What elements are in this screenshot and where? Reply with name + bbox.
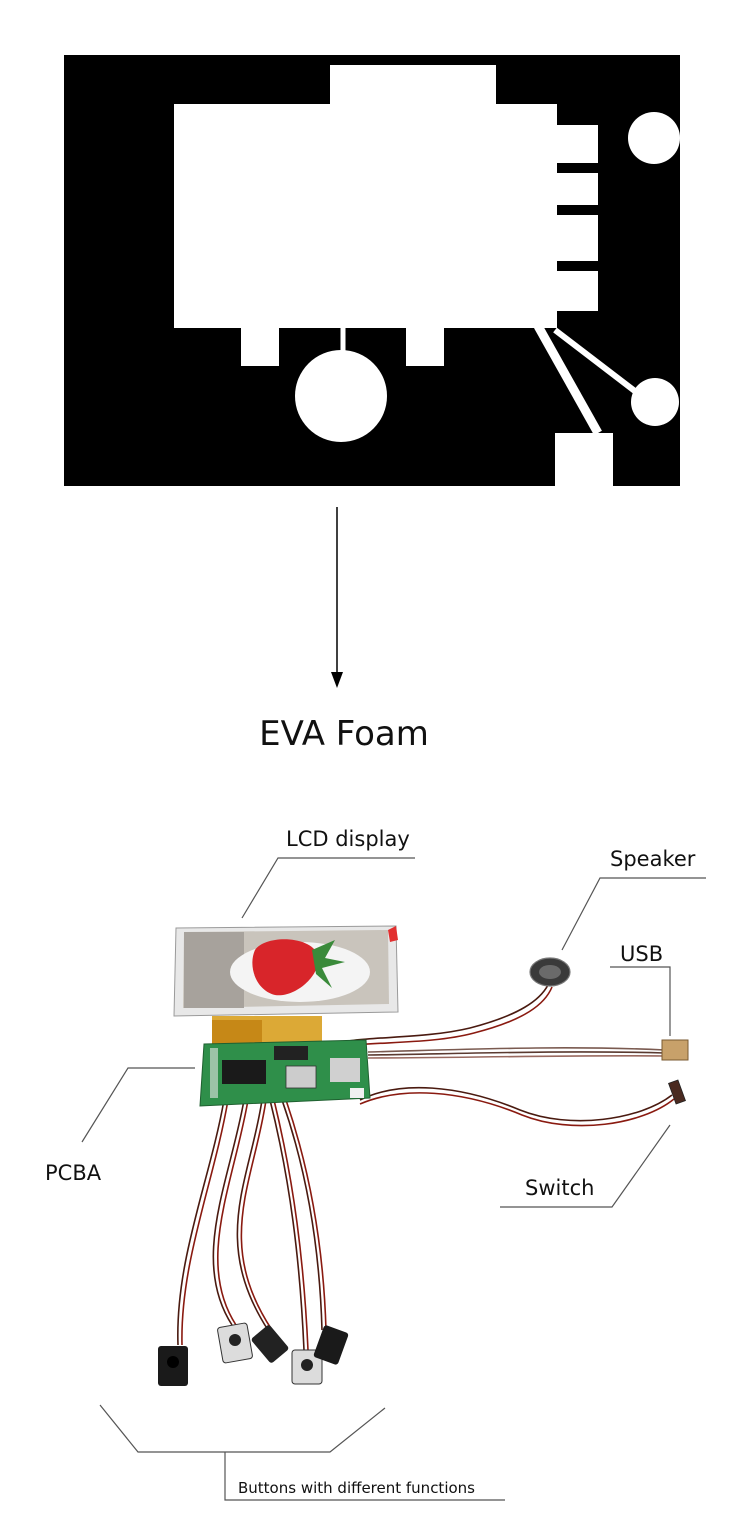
buttons-bracket bbox=[99, 1404, 386, 1453]
button4-wire-a bbox=[269, 1099, 305, 1351]
speaker-component bbox=[529, 957, 571, 987]
button1-wire-a bbox=[177, 1099, 225, 1346]
slot-cutout-2 bbox=[555, 173, 598, 205]
switch-wire-2 bbox=[359, 1092, 675, 1127]
speaker-hole-cutout bbox=[295, 350, 387, 442]
button-2-cap bbox=[229, 1334, 241, 1346]
lcd-display-module bbox=[173, 925, 399, 1048]
buttons-leader bbox=[224, 1452, 505, 1501]
lcd-red-tab bbox=[388, 926, 398, 942]
tab-cutout-left bbox=[241, 326, 279, 366]
switch-leader bbox=[500, 1124, 671, 1208]
leader-lines bbox=[81, 857, 706, 1501]
push-button-3 bbox=[251, 1325, 289, 1363]
arrow-head bbox=[331, 672, 343, 688]
pcb-header bbox=[210, 1048, 218, 1098]
pcb-chip-main bbox=[222, 1060, 266, 1084]
lcd-strawberry-leaves bbox=[312, 940, 345, 988]
pcb-chip-silver bbox=[285, 1065, 317, 1089]
button-5-body bbox=[313, 1325, 349, 1365]
foam-channels bbox=[340, 323, 642, 436]
push-button-4 bbox=[291, 1349, 323, 1385]
lcd-flex-tape-fold bbox=[212, 1020, 262, 1046]
switch-wire-1 bbox=[359, 1086, 673, 1122]
switch-component bbox=[668, 1079, 686, 1105]
push-button-1 bbox=[158, 1346, 188, 1386]
button4-wire-b bbox=[273, 1099, 309, 1351]
wire-channel-diagonal bbox=[534, 323, 602, 436]
usb-label: USB bbox=[620, 942, 663, 966]
lcd-strawberry bbox=[252, 939, 319, 996]
buttons-label: Buttons with different functions bbox=[238, 1479, 475, 1497]
display-top-tab-cutout bbox=[330, 65, 496, 105]
pcba-label: PCBA bbox=[45, 1161, 102, 1185]
wire-channel-branch bbox=[553, 327, 642, 398]
button5-wire-a bbox=[281, 1099, 323, 1331]
button3-wire-a bbox=[236, 1099, 269, 1331]
usb-wire-2 bbox=[367, 1051, 666, 1056]
hole-cutout-bottom-right bbox=[631, 378, 679, 426]
push-buttons bbox=[158, 1322, 349, 1386]
speaker-cone bbox=[539, 965, 561, 979]
lcd-display-label: LCD display bbox=[286, 827, 410, 851]
button2-wire-b bbox=[216, 1099, 249, 1326]
slot-cutout-1 bbox=[555, 125, 598, 163]
push-button-2 bbox=[217, 1322, 253, 1364]
usb-connector bbox=[661, 1039, 689, 1061]
push-button-5 bbox=[313, 1325, 349, 1365]
display-cutout bbox=[174, 104, 557, 328]
notch-cutout bbox=[555, 433, 613, 486]
hole-cutout-top-right bbox=[628, 112, 680, 164]
speaker-label: Speaker bbox=[610, 847, 696, 871]
button1-wire-b bbox=[181, 1099, 229, 1346]
button-4-cap bbox=[301, 1359, 313, 1371]
eva-foam-caption: EVA Foam bbox=[259, 714, 429, 754]
button2-wire-a bbox=[212, 1099, 245, 1326]
button3-wire-b bbox=[240, 1099, 273, 1331]
pcb-sd-slot bbox=[330, 1058, 360, 1082]
slot-cutout-3 bbox=[555, 215, 598, 261]
slot-cutout-4 bbox=[555, 271, 598, 311]
button-3-body bbox=[251, 1325, 289, 1363]
usb-component bbox=[661, 1039, 689, 1061]
wires bbox=[177, 984, 675, 1351]
lcd-display-leader bbox=[241, 857, 415, 919]
usb-wire-1 bbox=[367, 1047, 666, 1053]
usb-wire-3 bbox=[367, 1055, 666, 1059]
button-1-cap bbox=[167, 1356, 179, 1368]
eva-foam-template bbox=[64, 55, 680, 486]
tab-cutout-right bbox=[406, 326, 444, 366]
arrow-down bbox=[331, 507, 343, 688]
pcba-leader bbox=[81, 1067, 195, 1143]
switch-label: Switch bbox=[525, 1176, 594, 1200]
usb-leader bbox=[610, 966, 671, 1036]
foam-cutouts bbox=[174, 65, 680, 486]
speaker-leader bbox=[561, 877, 706, 951]
pcb-connector bbox=[350, 1088, 364, 1098]
button5-wire-b bbox=[285, 1099, 327, 1331]
pcb-substrate bbox=[199, 1039, 371, 1107]
pcb-chip-top bbox=[274, 1046, 308, 1060]
switch-body bbox=[668, 1079, 686, 1105]
pcba-board bbox=[199, 1039, 371, 1107]
